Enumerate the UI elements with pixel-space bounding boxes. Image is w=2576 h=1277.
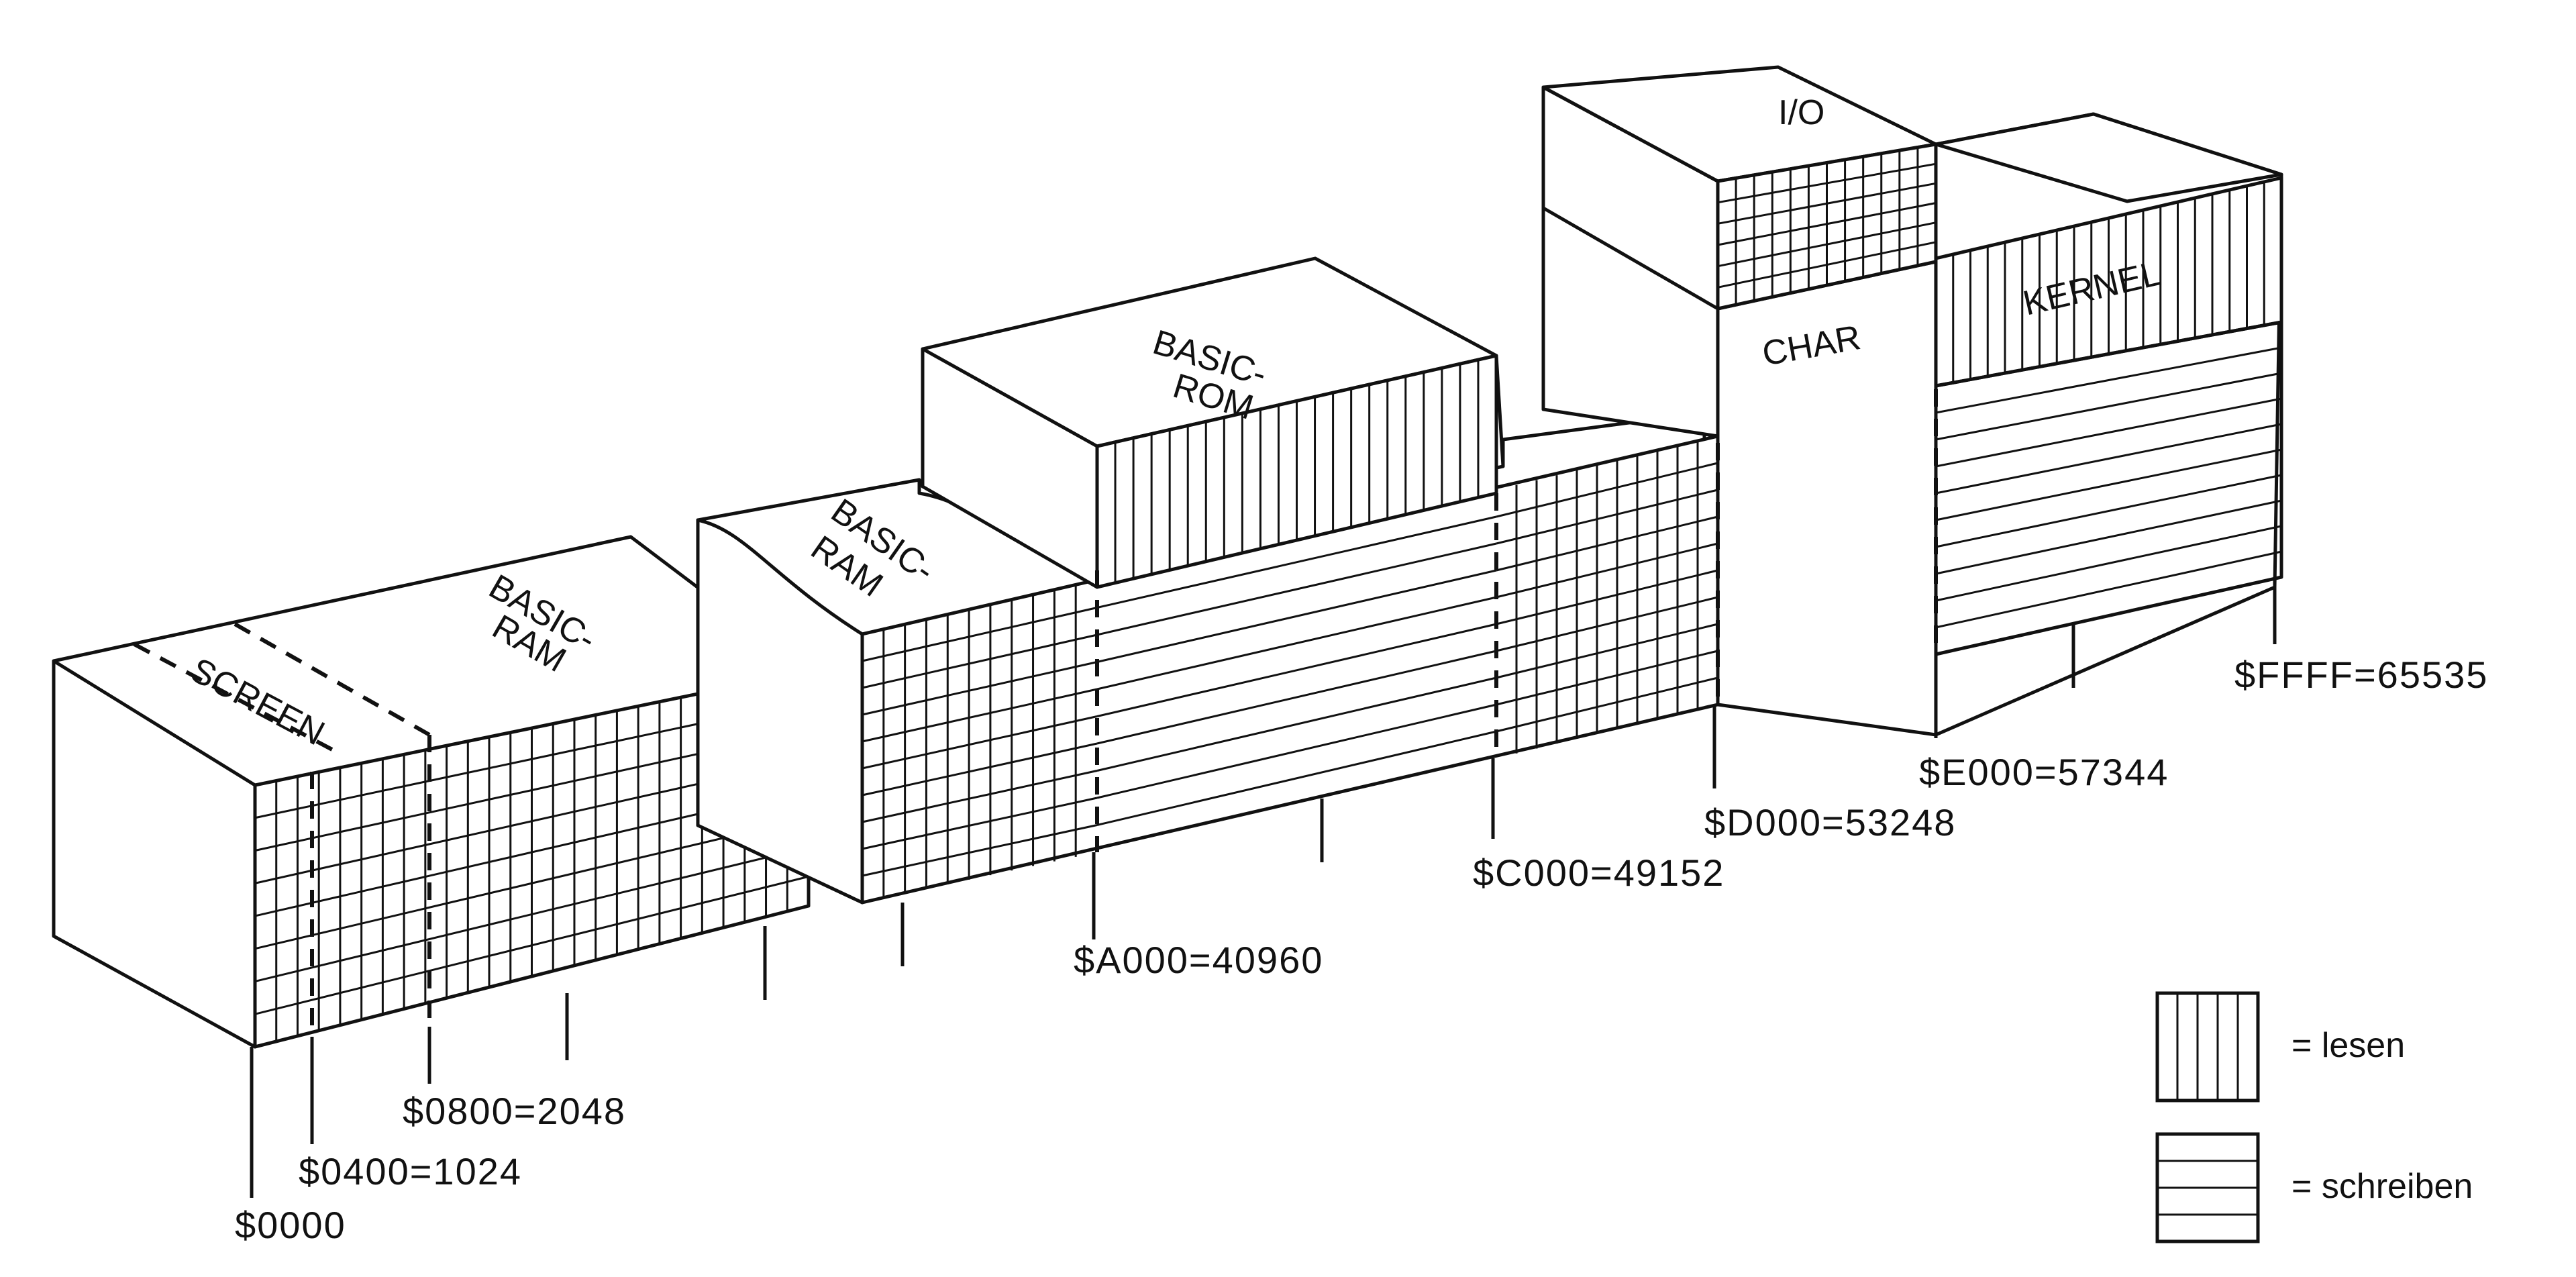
addr-c000: $C000=49152 <box>1473 852 1724 894</box>
legend-write-label: = schreiben <box>2291 1167 2473 1206</box>
block-screen-basic-ram <box>52 535 811 1049</box>
addr-0400: $0400=1024 <box>299 1150 522 1192</box>
addr-ffff: $FFFF=65535 <box>2234 654 2488 696</box>
legend: = lesen = schreiben <box>2155 991 2473 1243</box>
addr-0000: $0000 <box>235 1204 346 1246</box>
address-ticks <box>250 577 2277 1198</box>
addr-0800: $0800=2048 <box>403 1090 626 1132</box>
addr-e000: $E000=57344 <box>1919 751 2169 793</box>
block-basic-ram-rom <box>696 256 1720 905</box>
legend-write-swatch <box>2155 1132 2260 1243</box>
legend-read-label: = lesen <box>2291 1026 2405 1065</box>
block-kernel <box>1934 112 2283 737</box>
legend-read-swatch <box>2155 991 2260 1103</box>
addr-d000: $D000=53248 <box>1704 801 1956 844</box>
addr-a000: $A000=40960 <box>1074 939 1323 981</box>
label-io: I/O <box>1778 93 1824 132</box>
address-labels: $0000 $0400=1024 $0800=2048 $A000=40960 … <box>235 654 2488 1246</box>
block-io-char <box>1541 65 1938 737</box>
